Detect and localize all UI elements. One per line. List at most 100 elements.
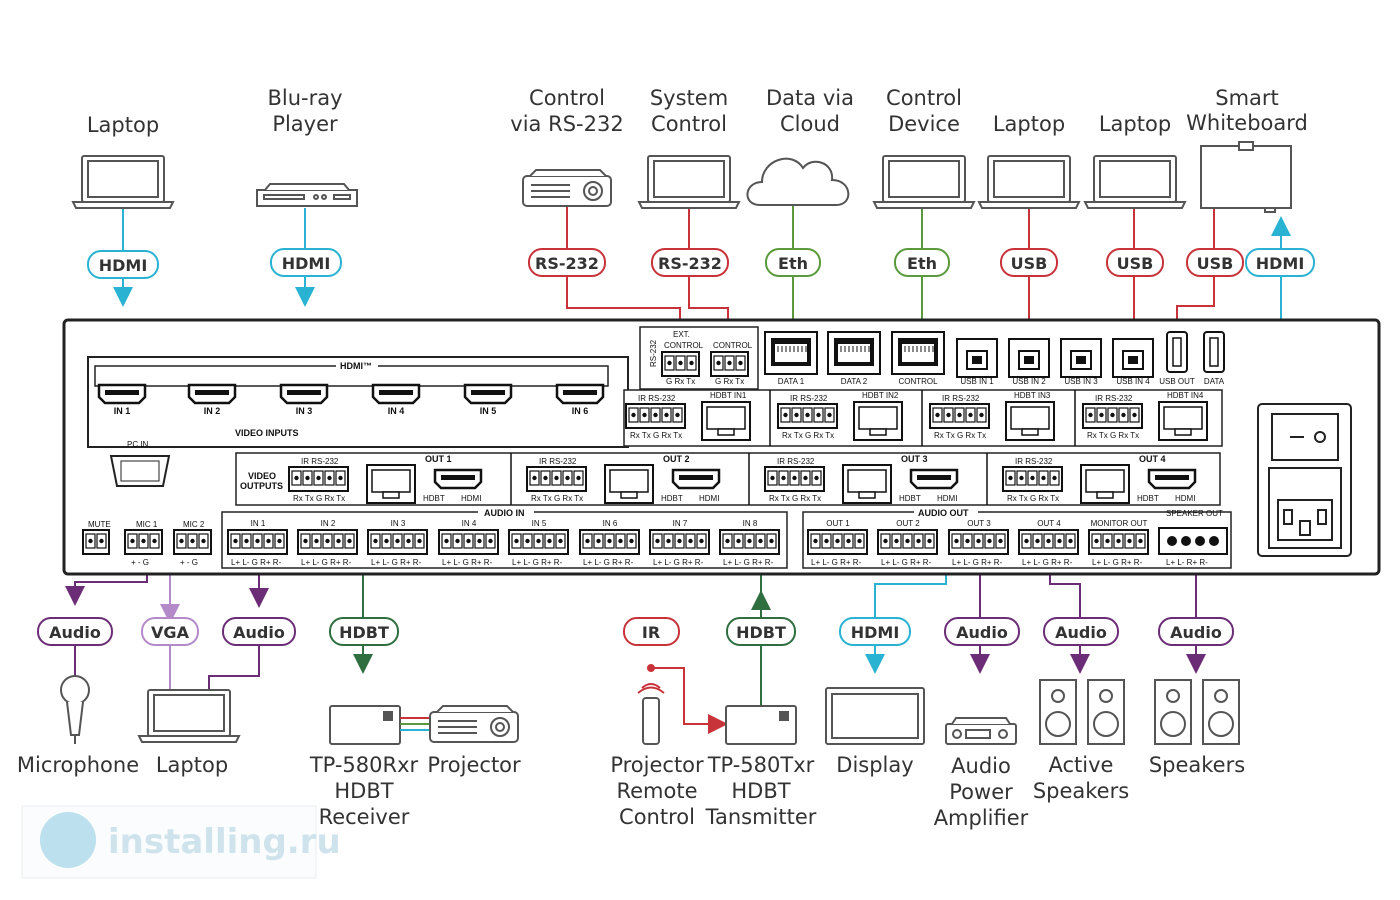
top-device-labels: Laptop Blu-ray Player Control via RS-232… [87,86,1308,137]
ir-rs232-label: IR RS-232 [942,394,980,403]
terminal-block-icon [1002,466,1063,492]
label-receiver-line3: Receiver [319,805,410,829]
rj45-port-icon [1080,464,1130,504]
bottom-badges: Audio VGA Audio HDBT IR HDBT HDMI Audio … [37,617,1234,646]
badge-audio: Audio [956,623,1008,642]
usb-port-label: USB IN 2 [1012,377,1046,386]
audio-in-label: AUDIO IN [484,508,525,518]
output-label: OUT 1 [425,454,452,464]
terminal-block-icon [1088,529,1149,555]
bluray-player-icon [256,183,358,207]
label-bluray-line1: Blu-ray [267,86,342,110]
audio-pins-label: L+ L- G R+ R- [952,558,1003,567]
badge-audio: Audio [233,623,285,642]
mute-label: MUTE [88,520,111,529]
audio-out-label: MONITOR OUT [1091,519,1148,528]
audio-in-label: IN 7 [673,519,688,528]
label-system-control-line2: Control [651,112,727,136]
label-laptop: Laptop [156,753,228,777]
terminal-block-icon [777,403,838,429]
pin-label: G Rx Tx [715,377,744,386]
cloud-icon [746,157,850,206]
pin-label: Rx Tx G Rx Tx [630,431,682,440]
pin-label: Rx Tx G Rx Tx [769,494,821,503]
label-amplifier-line1: Audio [951,754,1011,778]
terminal-block-icon [297,529,358,555]
badge-audio: Audio [49,623,101,642]
pin-label: G Rx Tx [666,377,695,386]
ethernet-port-icon [891,331,945,375]
badge-hdmi: HDMI [99,256,148,275]
audio-in-label: IN 3 [391,519,406,528]
terminal-block-icon [288,466,349,492]
audio-out-label: OUT 4 [1037,519,1061,528]
projector-icon [429,705,519,743]
label-data-cloud-line1: Data via [766,86,854,110]
audio-pins-label: L+ L- G R+ R- [231,558,282,567]
audio-out-label: OUT 3 [967,519,991,528]
power-amplifier-icon [945,717,1017,745]
rj45-port-icon [604,464,654,504]
label-amplifier-line2: Power [949,780,1013,804]
terminal-block-icon [764,466,825,492]
control-label: CONTROL [713,341,753,350]
video-inputs-label: VIDEO INPUTS [235,428,299,438]
label-transmitter-line1: TP-580Txr [707,753,815,777]
label-remote-line2: Remote [616,779,697,803]
badge-vga: VGA [151,623,190,642]
pin-label: Rx Tx G Rx Tx [1007,494,1059,503]
hdbt-transmitter-icon [725,705,797,745]
label-remote-line1: Projector [610,753,704,777]
usb-b-port-icon [1112,338,1154,378]
top-device-icons [71,141,1292,213]
ext-control-label: CONTROL [664,341,704,350]
laptop-icon [137,689,241,743]
usb-port-label: DATA [1204,377,1225,386]
mic2-label: MIC 2 [183,520,205,529]
badge-hdmi: HDMI [282,254,331,273]
audio-pins-label: L+ L- G R+ R- [881,558,932,567]
label-receiver-line1: TP-580Rxr [309,753,419,777]
mic-pins-label: + - G [131,558,149,567]
hdmi-label: HDMI [1175,494,1195,503]
badge-usb: USB [1117,254,1154,273]
badge-hdbt: HDBT [339,623,389,642]
audio-pins-label: L+ L- G R+ R- [811,558,862,567]
mic-pins-label: + - G [180,558,198,567]
badge-ir: IR [642,623,660,642]
pin-label: Rx Tx G Rx Tx [1087,431,1139,440]
hdmi-port-icon [671,468,721,490]
speaker-out-label: SPEAKER OUT [1166,509,1223,518]
watermark-text: installing.ru [108,822,341,862]
video-outputs-label-2: OUTPUTS [240,481,283,491]
speakers-icon [1154,679,1240,745]
badge-hdmi: HDMI [851,623,900,642]
audio-in-label: IN 2 [321,519,336,528]
audio-in-label: IN 6 [603,519,618,528]
badge-audio: Audio [1055,623,1107,642]
ir-rs232-label: IR RS-232 [777,457,815,466]
speaker-out-connector-icon [1158,527,1228,555]
hdmi-port-icon [279,383,329,405]
pin-label: Rx Tx G Rx Tx [934,431,986,440]
hdmi-input-label: IN 4 [388,406,405,416]
hdbt-receiver-icon [329,705,430,745]
active-speakers-icon [1039,679,1125,745]
ethernet-port-icon [827,331,881,375]
speaker-pins-label: L+ L- R+ R- [1166,558,1208,567]
hdmi-input-label: IN 2 [204,406,221,416]
hdmi-input-label: IN 3 [296,406,313,416]
hdbt-label: HDBT [899,494,921,503]
terminal-block-icon [649,529,710,555]
audio-in-label: IN 5 [532,519,547,528]
label-transmitter-line3: Tansmitter [705,805,817,829]
label-control-rs232-line2: via RS-232 [510,112,623,136]
label-microphone: Microphone [17,753,139,777]
label-receiver-line2: HDBT [334,779,393,803]
label-data-cloud-line2: Cloud [780,112,840,136]
audio-pins-label: L+ L- G R+ R- [653,558,704,567]
hdbt-input-label: HDBT IN3 [1014,391,1051,400]
